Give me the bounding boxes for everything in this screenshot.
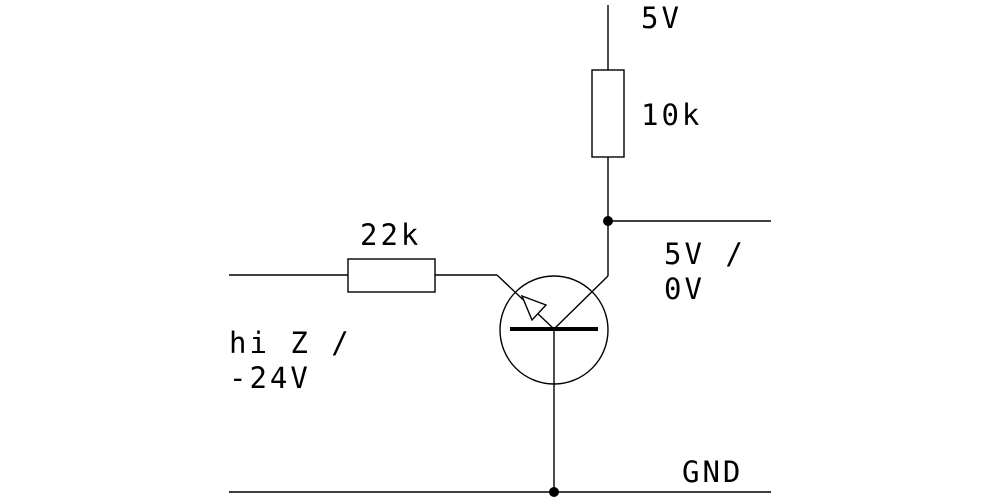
transistor-collector-lead xyxy=(553,275,609,330)
supply-label: 5V xyxy=(641,1,682,35)
input-label-line1: hi Z / xyxy=(229,326,352,360)
ground-junction-dot xyxy=(549,487,559,497)
base-resistor-label: 22k xyxy=(360,218,421,252)
emitter-arrow xyxy=(520,294,548,322)
collector-resistor xyxy=(591,69,625,158)
output-label-line2: 0V xyxy=(664,272,705,306)
base-resistor xyxy=(347,258,436,293)
output-label-line1: 5V / xyxy=(664,237,746,271)
input-label-line2: -24V xyxy=(229,361,311,395)
collector-resistor-label: 10k xyxy=(641,98,702,132)
ground-label: GND xyxy=(682,455,743,489)
